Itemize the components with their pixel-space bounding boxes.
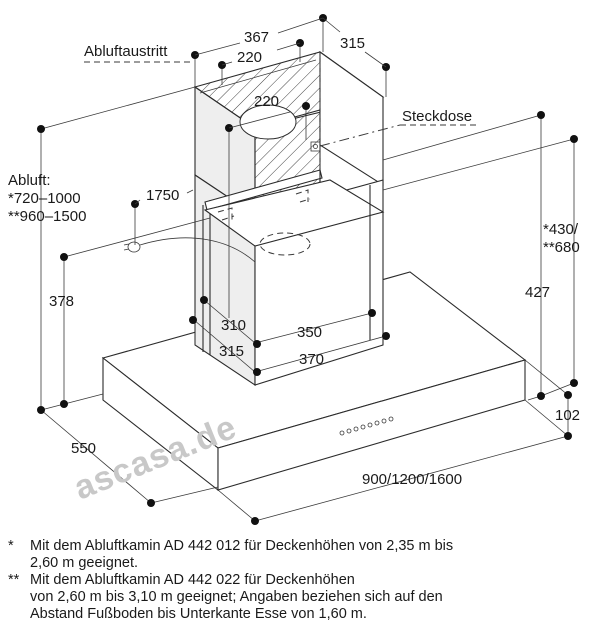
footnote-marker: **: [8, 572, 20, 588]
footnote-2: ** Mit dem Abluftkamin AD 442 022 für De…: [8, 572, 598, 623]
dim-chimney-depth: 315: [340, 35, 365, 52]
socket-leader: [319, 124, 401, 147]
dim-hood-offset-1: *430/: [543, 221, 579, 238]
dimension-points: [37, 14, 578, 525]
dim-outer-width: 370: [299, 351, 324, 368]
power-cable: [123, 237, 256, 263]
footnote-text: Mit dem Abluftkamin AD 442 012 für Decke…: [30, 538, 454, 571]
dim-socket-height: 378: [49, 293, 74, 310]
dim-inner-depth: 310: [221, 317, 246, 334]
exhaust-outlet-label: Abluftaustritt: [84, 43, 168, 60]
dim-outlet-width: 220: [237, 49, 262, 66]
plug-icon: [127, 241, 141, 253]
dim-outer-depth: 315: [219, 343, 244, 360]
footnote-1: * Mit dem Abluftkamin AD 442 012 für Dec…: [8, 538, 598, 572]
dim-canopy-height: 102: [555, 407, 580, 424]
dim-hood-width: 900/1200/1600: [362, 471, 462, 488]
dim-inner-width: 350: [297, 324, 322, 341]
extension-lines: [40, 18, 575, 522]
exhaust-range-1: *720–1000: [8, 190, 81, 207]
dim-cable-length: 1750: [146, 187, 179, 204]
installation-drawing: Abluftaustritt Steckdose Abluft: *720–10…: [8, 14, 580, 525]
dim-hood-depth: 550: [71, 440, 96, 457]
socket-icon: [310, 141, 321, 152]
footnote-text: Mit dem Abluftkamin AD 442 022 für Decke…: [30, 572, 443, 622]
lower-chimney: [194, 169, 385, 387]
exhaust-range-2: **960–1500: [8, 208, 86, 225]
dim-hood-offset-2: **680: [543, 239, 580, 256]
control-buttons: [339, 416, 394, 436]
dim-chimney-width: 367: [244, 29, 269, 46]
footnotes: * Mit dem Abluftkamin AD 442 012 für Dec…: [8, 538, 598, 623]
dim-outlet-diameter: 220: [254, 93, 279, 110]
exhaust-title: Abluft:: [8, 172, 51, 189]
dimension-lines: [134, 17, 387, 205]
socket-label: Steckdose: [402, 108, 472, 125]
dim-hood-height: 427: [525, 284, 550, 301]
footnote-marker: *: [8, 538, 14, 554]
